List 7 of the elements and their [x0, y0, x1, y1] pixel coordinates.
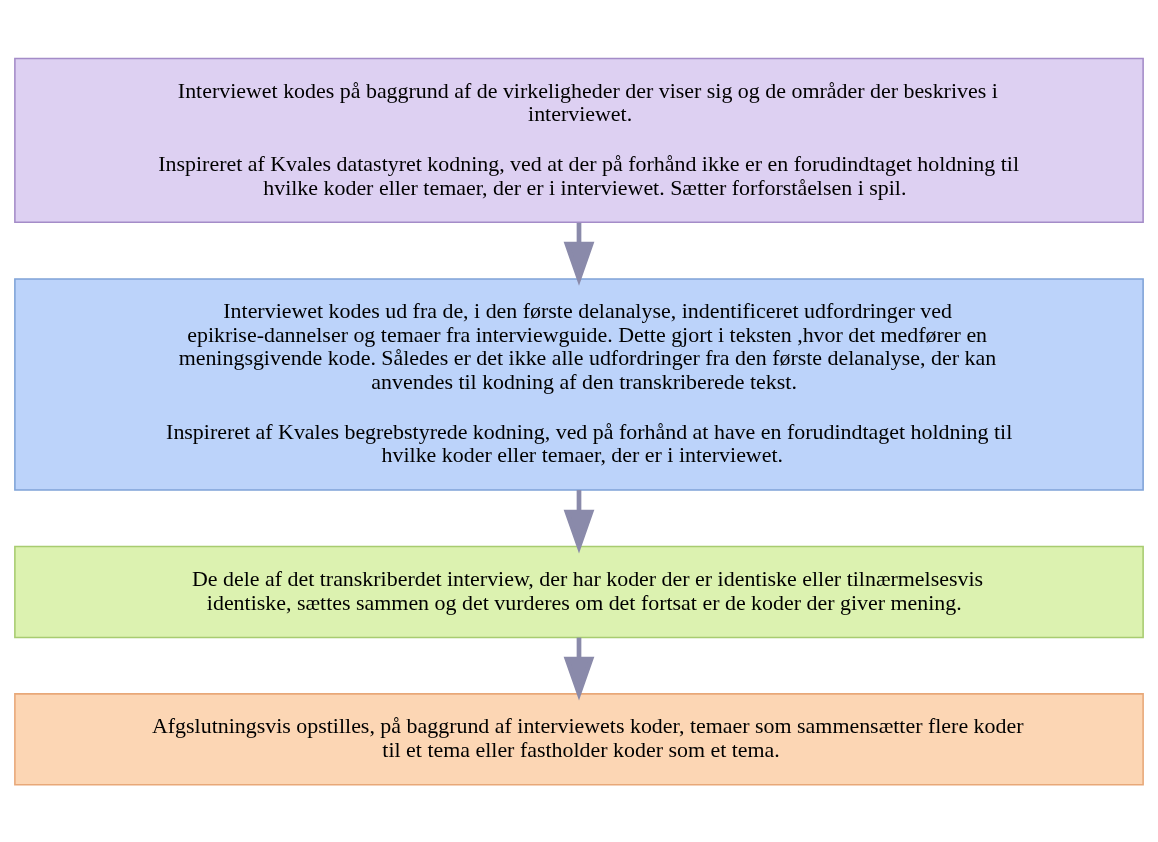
- arrow: [563, 637, 595, 701]
- node-box: Interviewet kodes på baggrund af de virkeligheder der viser sig og de områder der beskrives i interviewet. Inspireret af Kvales datastyret kodning, ved at der på forhånd ikke er en forudindtaget holdning til hvilke koder eller temaer, der er i interviewet. Sætter forforståelsen i spil.: [14, 57, 1144, 223]
- arrow: [563, 222, 595, 286]
- node-box: De dele af det transkriberdet interview, der har koder der er identiske eller tilnærmelsesvis identiske, sættes sammen og det vurderes om det fortsat er de koder der giver mening.: [14, 545, 1144, 638]
- arrow: [563, 489, 595, 554]
- node-box: Afgslutningsvis opstilles, på baggrund af interviewets koder, temaer som sammensætter flere koder til et tema eller fastholder koder som et tema.: [14, 692, 1144, 785]
- node-box: Interviewet kodes ud fra de, i den første delanalyse, indentificeret udfordringer ved epikrise-dannelser og temaer fra interviewguide. Dette gjort i teksten ,hvor det medfører en meningsgivende kode. Således er det ikke alle udfordringer fra den første delanalyse, der kan anvendes til kodning af den transkriberede tekst. Inspireret af Kvales begrebstyrede kodning, ved på forhånd at have en forudindtaget holdning til hvilke koder eller temaer, der er i interviewet.: [14, 277, 1144, 491]
